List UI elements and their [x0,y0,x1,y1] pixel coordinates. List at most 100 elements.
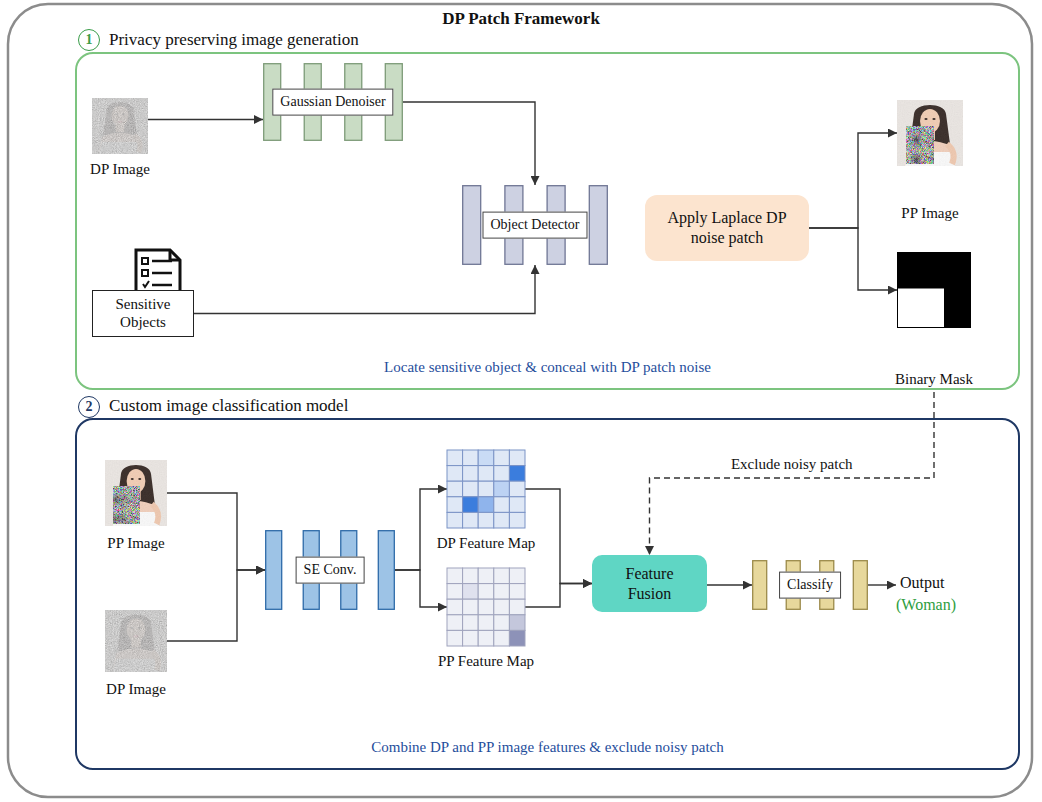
outer-frame [8,4,1032,797]
svg-rect [753,561,767,610]
svg-rect [463,497,479,513]
svg-rect [447,584,463,600]
label-wrap: DP Image [55,680,217,698]
svg-rect [478,568,494,584]
network-block: SE Conv. [265,530,395,610]
image-thumb: DP Image [92,98,148,154]
label-box: Sensitive Objects [92,290,194,337]
title-wrap: DP Patch Framework [0,9,1042,29]
caption-wrap: Combine DP and PP image features & exclu… [75,738,1020,756]
section-border [75,418,1020,770]
image-label: Binary Mask [895,371,973,388]
svg-rect [142,258,148,264]
output-label: Output [900,574,944,592]
image-illustration [105,610,167,672]
svg-rect [105,460,167,526]
svg-rect [463,186,481,265]
svg-rect [463,466,479,482]
svg-path [152,284,172,287]
section-heading: Privacy preserving image generation [109,30,359,50]
image-thumb: DP Image [105,610,167,672]
svg-rect [447,450,463,466]
svg-rect [509,450,525,466]
feature-map: DP Feature Map [447,450,525,528]
svg-rect [463,512,479,528]
image-illustration [897,100,963,166]
svg-rect [494,615,510,631]
svg-rect [447,599,463,615]
connector [403,102,535,185]
svg-rect [897,252,971,328]
svg-path [143,281,149,287]
svg-rect [898,288,945,328]
svg-rect [266,531,282,610]
svg-rect [897,100,963,166]
grid-illustration [447,450,525,528]
svg-rect [447,497,463,513]
svg-rect [509,630,525,646]
label-wrap: PP Image [847,204,1013,222]
free-label-wrap: (Woman) [896,596,956,614]
svg-rect [463,568,479,584]
image-label: PP Image [901,205,958,222]
free-label-wrap: Output [900,574,944,592]
svg-rect [447,481,463,497]
svg-rect [478,466,494,482]
fusion-box: Feature Fusion [592,555,707,612]
svg-rect [494,481,510,497]
svg-rect [494,497,510,513]
svg-rect [447,615,463,631]
process-box: Apply Laplace DP noise patch [645,195,809,261]
svg-rect [494,450,510,466]
svg-rect [447,466,463,482]
svg-rect [463,450,479,466]
svg-rect [463,584,479,600]
connector [707,584,752,585]
image-thumb: PP Image [897,100,963,166]
svg-rect [509,584,525,600]
class-result: (Woman) [896,596,956,614]
svg-rect [494,466,510,482]
step-number-text: 1 [86,33,93,47]
svg-rect [478,615,494,631]
dashed-connector [650,392,935,555]
label-wrap: PP Feature Map [397,652,575,670]
svg-rect [509,466,525,482]
image-thumb: PP Image [105,460,167,526]
connector [395,489,447,570]
svg-rect [897,100,963,166]
mask-illustration [897,252,971,328]
svg-rect [92,98,148,154]
connector [809,133,897,228]
image-label: PP Image [107,535,164,552]
svg-path [152,260,172,263]
feature-map: PP Feature Map [447,568,525,646]
svg-rect [478,481,494,497]
caption-wrap: Locate sensitive object & conceal with D… [75,358,1020,376]
block-label-box: Object Detector [482,212,587,239]
section-caption: Locate sensitive object & conceal with D… [384,359,711,376]
svg-rect [378,531,394,610]
svg-rect [463,481,479,497]
block-label-box: Classify [779,572,841,599]
svg-rect [478,599,494,615]
image-label: DP Image [106,681,166,698]
section-heading: Custom image classification model [109,396,348,416]
svg-g [105,610,167,672]
image-illustration [105,460,167,526]
step-number-text: 2 [86,400,93,414]
block-label: Object Detector [490,217,579,234]
svg-rect [853,561,867,610]
svg-rect [478,630,494,646]
svg-rect [494,584,510,600]
image-label: PP Feature Map [438,653,534,670]
image-label: DP Feature Map [437,535,536,552]
svg-rect [509,481,525,497]
header-wrap: Custom image classification model [109,396,348,416]
svg-rect [92,98,148,154]
section-caption: Combine DP and PP image features & exclu… [371,739,724,756]
svg-rect [463,630,479,646]
svg-rect [92,98,148,154]
svg-rect [447,512,463,528]
